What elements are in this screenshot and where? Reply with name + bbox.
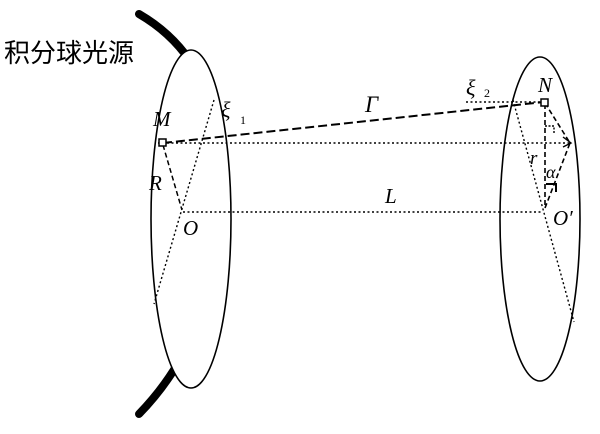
label-alpha: α [546, 162, 556, 182]
left-ellipse [150, 49, 232, 389]
label-gamma: Γ [364, 92, 379, 117]
label-xi1: ξ [221, 97, 231, 122]
gamma-line [162, 101, 545, 144]
o-prime-projection-line [544, 142, 571, 209]
radius-R-line [162, 144, 183, 211]
label-R: R [148, 171, 162, 195]
right-point-tick [562, 136, 573, 148]
label-xi1-subscript: 1 [240, 113, 246, 127]
label-r: r [530, 148, 538, 169]
label-xi2-subscript: 2 [484, 86, 490, 100]
point-M-marker [158, 138, 167, 147]
label-M: M [152, 107, 172, 131]
label-xi2: ξ [466, 75, 476, 100]
label-L: L [384, 184, 397, 208]
label-N: N [537, 73, 553, 97]
left-diameter-line [153, 99, 215, 305]
right-angle-marker-upper [545, 125, 555, 134]
right-angle-marker-lower [546, 183, 557, 192]
right-ellipse [499, 56, 581, 382]
label-O-prime: O′ [553, 206, 573, 230]
point-N-marker [540, 98, 549, 107]
n-projection-line [544, 102, 571, 144]
label-O: O [183, 216, 198, 240]
source-label: 积分球光源 [4, 39, 134, 69]
